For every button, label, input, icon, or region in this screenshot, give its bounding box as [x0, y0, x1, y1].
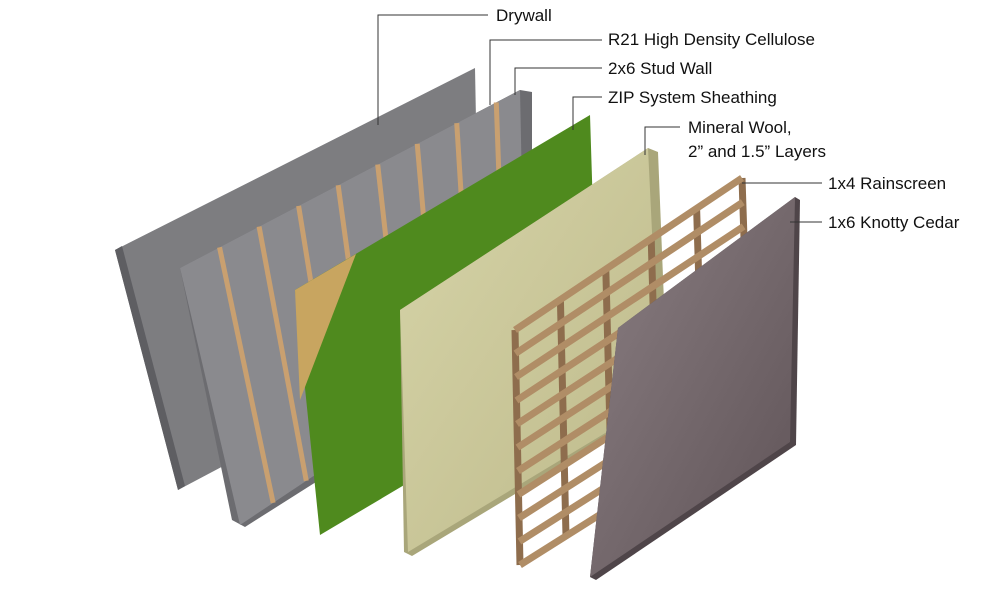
label-zip-sheathing: ZIP System Sheathing — [608, 88, 777, 107]
mineral-wool-layer — [400, 148, 668, 556]
label-cellulose: R21 High Density Cellulose — [608, 30, 815, 49]
cedar-layer — [590, 197, 800, 580]
rainscreen-batten — [513, 199, 745, 357]
label-rainscreen: 1x4 Rainscreen — [828, 174, 947, 193]
rainscreen-batten — [514, 223, 746, 380]
label-mineral-wool-layers: 2” and 1.5” Layers — [688, 142, 826, 161]
leader-lines — [377, 14, 822, 223]
label-drywall: Drywall — [496, 6, 552, 25]
label-mineral-wool: Mineral Wool, — [688, 118, 792, 137]
rainscreen-batten — [513, 175, 744, 333]
stud — [256, 226, 309, 482]
label-stud-wall: 2x6 Stud Wall — [608, 59, 713, 78]
label-cedar: 1x6 Knotty Cedar — [828, 213, 960, 232]
stud — [217, 246, 276, 504]
